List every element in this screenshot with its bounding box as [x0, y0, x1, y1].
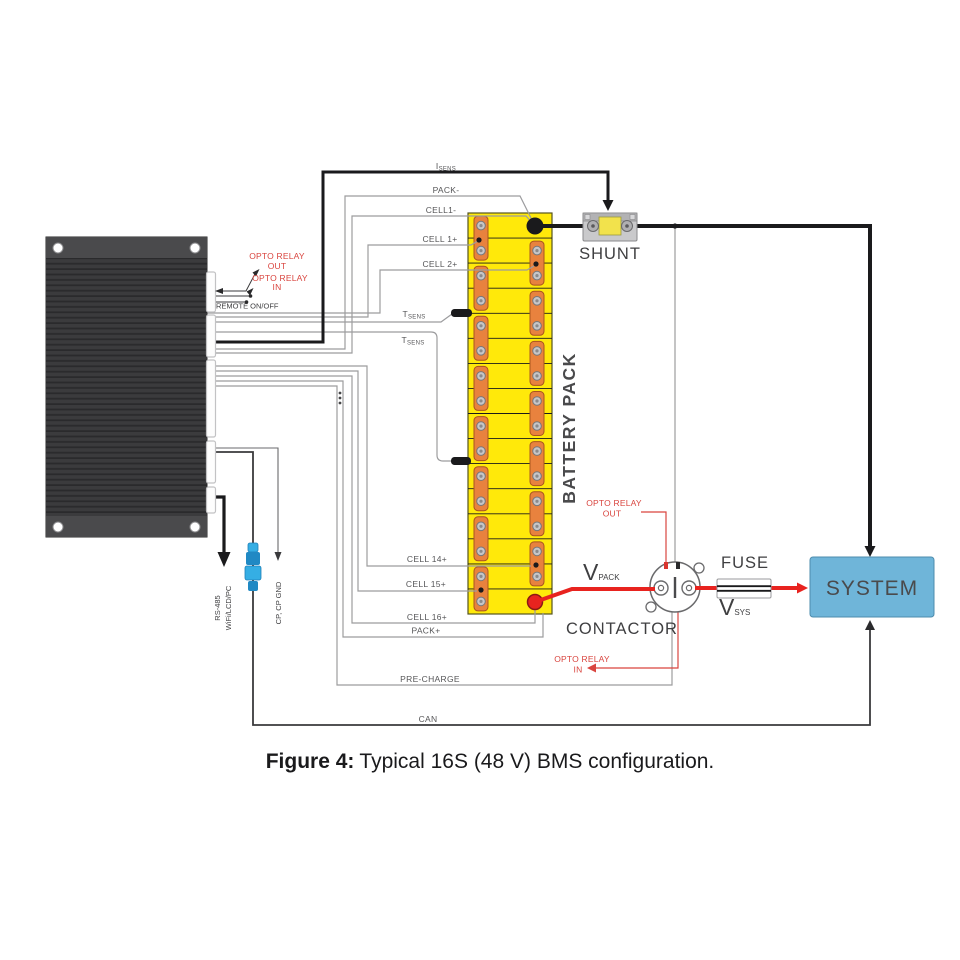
shunt — [582, 212, 638, 242]
opto-relay-in-label: OPTO RELAY — [252, 273, 308, 283]
cell-16-plus-label: CELL 16+ — [407, 612, 447, 622]
contactor-coil-pin-in — [676, 562, 680, 569]
bms-connector-4 — [205, 440, 217, 484]
contactor-terminal-right — [681, 580, 697, 596]
wire-vpack — [534, 587, 655, 604]
tap-dot-cell14 — [533, 562, 539, 568]
can-inline-connector — [244, 542, 262, 591]
isens-label: ISENS — [436, 161, 456, 173]
wire-pre-charge — [207, 385, 673, 686]
cell-links-right — [529, 240, 545, 587]
opto-out-arrowhead — [252, 269, 260, 277]
wire-tsens1 — [207, 313, 453, 323]
contactor-terminal-left — [653, 580, 669, 596]
isens-arrowhead — [602, 200, 614, 211]
temp-sensor-2 — [451, 457, 471, 465]
bms-connector-1 — [205, 271, 217, 313]
bms-connector-2 — [205, 314, 217, 358]
contactor-ear-top — [693, 562, 705, 574]
cell1-minus-label: CELL1- — [426, 205, 457, 215]
cell-divider-lines — [468, 237, 552, 590]
wire-tsens2 — [207, 331, 452, 462]
pre-charge-label: PRE-CHARGE — [400, 674, 460, 684]
tsens1-label: TSENS — [402, 309, 425, 321]
contactor-ear-bottom — [645, 601, 657, 613]
battery-pack-label: BATTERY PACK — [559, 352, 579, 504]
wire-can — [207, 451, 871, 726]
fuse — [716, 578, 772, 599]
negative-arrowhead — [864, 546, 876, 557]
can-label: CAN — [419, 714, 438, 724]
remote-onoff-label: REMOTE ON/OFF — [216, 302, 279, 311]
tap-dot-cell1 — [476, 237, 482, 243]
opto-in-arrowhead-top — [246, 288, 254, 296]
system-box: SYSTEM — [809, 556, 935, 618]
bms-screws — [52, 242, 201, 533]
opto-relay-out-label: OPTO RELAY — [249, 251, 305, 261]
wire-cell14-plus — [207, 365, 531, 567]
opto-in-arrowhead — [587, 663, 596, 673]
cell-14-plus-label: CELL 14+ — [407, 554, 447, 564]
wire-cell1-plus — [207, 240, 479, 318]
wire-pack-negative — [537, 224, 872, 546]
figure-caption: Figure 4:Typical 16S (48 V) BMS configur… — [266, 750, 715, 773]
temp-sensor-1 — [451, 309, 472, 317]
pack-negative-terminal — [526, 217, 544, 235]
bms-unit — [45, 236, 217, 538]
cell-15-plus-label: CELL 15+ — [406, 579, 446, 589]
cell-2-plus-label: CELL 2+ — [422, 259, 457, 269]
contactor-label: CONTACTOR — [566, 620, 678, 638]
opto-relay-out-label2: OUT — [268, 261, 287, 271]
wire-cell1-minus — [207, 215, 535, 354]
bms-connectors — [205, 271, 217, 514]
bms-top-flange — [46, 237, 207, 258]
pack-plus-label: PACK+ — [412, 626, 441, 636]
vsys-label: VSYS — [719, 594, 750, 620]
bms-connector-5 — [205, 486, 217, 514]
negative-junction-dot — [672, 223, 678, 229]
system-label: SYSTEM — [826, 577, 918, 600]
pack-minus-label: PACK- — [433, 185, 460, 195]
cell-1-plus-label: CELL 1+ — [422, 234, 457, 244]
vsys-arrowhead — [797, 582, 808, 594]
wire-isens — [207, 170, 610, 344]
contactor-opto-out-label: OPTO RELAY — [586, 498, 642, 508]
more-cells-ellipsis — [338, 391, 342, 405]
tap-dot-cell15 — [478, 587, 484, 593]
vpack-label: VPACK — [583, 559, 620, 585]
wire-cell16-plus — [207, 375, 536, 624]
cp-label: CP, CP GND — [274, 581, 283, 624]
bms-bottom-flange — [46, 516, 207, 537]
wire-cell15-plus — [207, 370, 477, 592]
shunt-element — [598, 216, 622, 236]
opto-relay-in-label2: IN — [273, 282, 282, 292]
opto-out-leader — [641, 511, 667, 562]
rs485-label-line2: WiFi/LCD/PC — [224, 585, 233, 630]
shunt-label: SHUNT — [579, 245, 641, 263]
sense-wires — [207, 195, 676, 686]
can-arrowhead — [865, 620, 875, 630]
battery-pack — [467, 212, 553, 615]
contactor-coil-pin-out — [664, 562, 668, 569]
wire-cp — [207, 447, 279, 552]
wire-pack-plus — [207, 380, 544, 638]
rs485-arrowhead — [217, 552, 231, 567]
contactor-opto-in-label: OPTO RELAY — [554, 654, 610, 664]
contactor-opto-in-label2: IN — [574, 665, 583, 675]
rs485-label-line1: RS-485 — [213, 595, 222, 620]
wire-pack-minus — [207, 195, 534, 350]
cp-arrowhead — [274, 552, 282, 561]
bms-connector-3 — [205, 359, 217, 438]
tsens2-label: TSENS — [401, 335, 424, 347]
contactor — [645, 561, 705, 613]
contactor-opto-out-label2: OUT — [603, 509, 622, 519]
fuse-label: FUSE — [721, 554, 769, 572]
bms-heatsink-fins — [46, 258, 207, 516]
remote-arrow-left — [215, 288, 223, 294]
tap-dot-cell2 — [533, 261, 539, 267]
